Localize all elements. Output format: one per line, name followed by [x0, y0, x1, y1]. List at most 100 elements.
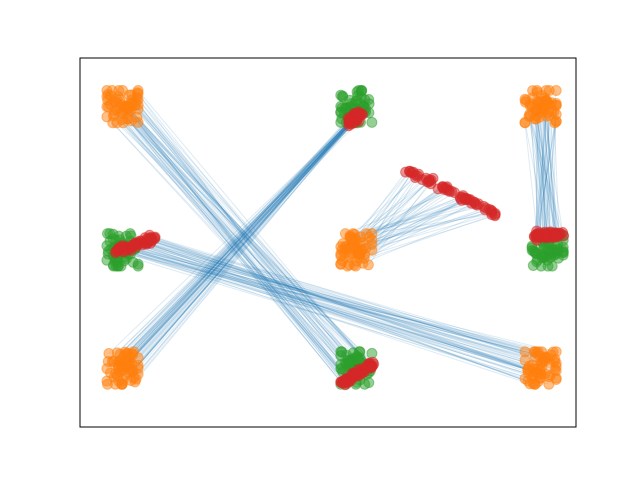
red-point — [406, 166, 418, 178]
link-line — [122, 120, 354, 381]
link-line — [147, 239, 542, 369]
link-line — [131, 249, 539, 382]
orange-point — [531, 347, 542, 359]
link-line — [129, 121, 352, 374]
link-line — [119, 248, 528, 370]
link-line — [111, 90, 366, 368]
red-point — [339, 376, 351, 388]
orange-point — [540, 110, 552, 122]
link-line — [135, 242, 543, 364]
link-line — [131, 94, 348, 381]
green-point — [557, 247, 569, 258]
link-line — [131, 120, 360, 374]
orange-point — [550, 115, 562, 127]
link-line — [530, 103, 552, 233]
link-line — [145, 242, 555, 362]
link-line — [137, 98, 370, 367]
link-line — [121, 121, 350, 385]
link-line — [531, 106, 556, 237]
link-line — [132, 105, 361, 372]
green-point — [335, 346, 347, 358]
link-line — [116, 115, 357, 354]
red-point — [366, 361, 378, 373]
link-line — [361, 197, 466, 250]
orange-point — [132, 85, 144, 96]
link-line — [128, 108, 355, 375]
red-point — [427, 172, 439, 184]
link-line — [533, 111, 553, 237]
orange-point — [132, 116, 144, 128]
link-line — [538, 117, 542, 237]
link-line — [535, 103, 540, 237]
link-line — [538, 101, 547, 236]
red-point — [550, 230, 562, 242]
link-line — [368, 181, 428, 238]
link-line — [360, 199, 466, 238]
link-line — [543, 110, 560, 235]
red-point — [144, 235, 156, 247]
link-line — [133, 120, 350, 379]
link-line — [119, 107, 347, 379]
link-line — [123, 251, 534, 370]
link-line — [123, 109, 352, 382]
link-line — [117, 250, 540, 374]
link-line — [131, 245, 542, 353]
link-line — [542, 109, 555, 238]
orange-point — [343, 249, 355, 261]
link-line — [371, 213, 496, 235]
orange-point — [540, 98, 552, 110]
link-line — [134, 243, 526, 353]
link-line — [541, 109, 557, 233]
link-line — [545, 116, 558, 237]
orange-point — [112, 91, 124, 103]
link-line — [139, 240, 526, 361]
orange-point — [121, 358, 133, 370]
link-line — [136, 243, 533, 378]
link-line — [135, 121, 353, 380]
link-line — [130, 110, 348, 380]
link-line — [122, 122, 351, 371]
link-line — [150, 237, 529, 370]
link-line — [137, 104, 372, 367]
link-line — [358, 204, 478, 251]
link-line — [117, 249, 526, 380]
link-line — [128, 114, 361, 356]
link-line — [365, 190, 450, 249]
link-line — [130, 246, 550, 363]
link-line — [107, 113, 358, 385]
green-point — [356, 85, 367, 96]
link-line — [123, 119, 355, 357]
link-line — [107, 120, 357, 362]
orange-point — [128, 372, 140, 384]
link-line — [529, 105, 540, 236]
link-line — [113, 113, 349, 380]
link-line — [127, 112, 359, 369]
link-line — [117, 114, 360, 366]
link-line — [127, 247, 536, 353]
link-line — [128, 247, 546, 375]
link-line — [115, 115, 358, 385]
link-line — [149, 234, 529, 374]
link-line — [154, 236, 548, 358]
link-line — [130, 115, 360, 381]
link-line — [137, 117, 356, 366]
green-point — [366, 116, 378, 128]
green-point — [363, 98, 375, 110]
link-line — [529, 115, 542, 238]
green-point — [526, 244, 538, 256]
link-line — [121, 247, 541, 371]
link-line — [113, 115, 355, 376]
link-line — [110, 104, 347, 381]
link-line — [131, 102, 370, 364]
link-line — [129, 117, 349, 361]
link-line — [106, 90, 365, 370]
link-line — [121, 119, 353, 377]
link-line — [146, 243, 556, 371]
link-line — [115, 250, 554, 353]
link-line — [115, 118, 359, 375]
link-line — [121, 118, 352, 385]
link-line — [128, 106, 363, 374]
link-line — [106, 96, 359, 377]
link-line — [145, 237, 535, 353]
link-line — [121, 245, 535, 373]
